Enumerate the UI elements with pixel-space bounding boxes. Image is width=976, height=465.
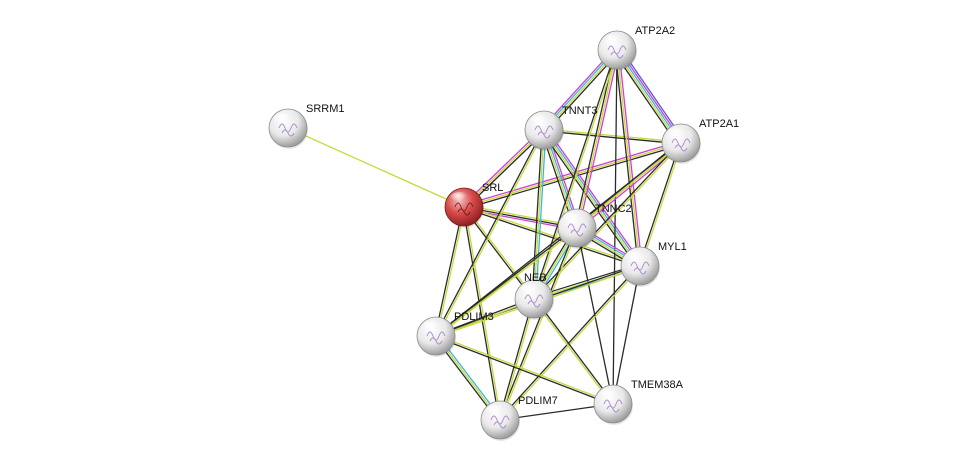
node-highlight bbox=[273, 113, 295, 127]
edges-layer bbox=[287, 47, 685, 422]
node-label-srl: SRL bbox=[482, 182, 503, 194]
edge-line-textmining bbox=[436, 228, 578, 338]
edge-line-coexpression bbox=[612, 265, 641, 405]
node-srl[interactable]: SRL bbox=[444, 182, 503, 228]
edge-line-coexpression bbox=[543, 130, 681, 145]
node-highlight bbox=[449, 192, 471, 206]
edge-line-coexpression bbox=[498, 298, 534, 420]
edge-pdlim3-tmem38a bbox=[435, 334, 614, 406]
edge-line-coexpression bbox=[531, 129, 543, 299]
node-label-pdlim3: PDLIM3 bbox=[454, 311, 494, 323]
edge-line-textmining bbox=[576, 49, 618, 229]
node-label-srrm1: SRRM1 bbox=[306, 103, 345, 115]
edge-line-textmining bbox=[436, 207, 466, 337]
node-label-tmem38a: TMEM38A bbox=[631, 379, 684, 391]
edge-line-textmining bbox=[500, 266, 642, 422]
node-highlight bbox=[485, 405, 507, 419]
node-highlight bbox=[529, 115, 551, 129]
edge-srl-myl1 bbox=[463, 205, 641, 268]
edge-atp2a2-myl1 bbox=[614, 49, 643, 267]
edge-neb-pdlim7 bbox=[498, 298, 536, 421]
node-label-atp2a1: ATP2A1 bbox=[699, 118, 739, 130]
edge-tnnt3-atp2a1 bbox=[543, 128, 682, 145]
edge-line-experiments bbox=[545, 127, 643, 265]
node-myl1[interactable]: MYL1 bbox=[620, 241, 687, 287]
edge-line-textmining bbox=[436, 130, 546, 337]
node-srrm1[interactable]: SRRM1 bbox=[268, 103, 345, 149]
edge-line-experiments bbox=[578, 50, 620, 229]
node-tmem38a[interactable]: TMEM38A bbox=[593, 379, 684, 425]
edge-tnnc2-pdlim7 bbox=[498, 227, 579, 421]
node-label-tnnt3: TNNT3 bbox=[562, 105, 597, 117]
edge-tnnt3-neb bbox=[531, 129, 547, 300]
edge-atp2a2-tmem38a bbox=[612, 49, 618, 405]
edge-line-experiments bbox=[618, 49, 643, 266]
edge-line-textmining bbox=[616, 49, 641, 267]
node-highlight bbox=[421, 321, 443, 335]
node-pdlim3[interactable]: PDLIM3 bbox=[416, 311, 494, 357]
node-label-myl1: MYL1 bbox=[658, 241, 687, 253]
node-highlight bbox=[598, 389, 620, 403]
edge-line-textmining bbox=[287, 127, 465, 208]
node-highlight bbox=[666, 128, 688, 142]
edge-line-coexpression bbox=[534, 298, 615, 404]
edge-line-textmining bbox=[534, 50, 619, 300]
edge-line-textmining bbox=[500, 299, 536, 421]
edge-line-databases bbox=[544, 129, 642, 266]
node-highlight bbox=[625, 251, 647, 265]
edge-line-coexpression bbox=[638, 142, 681, 266]
node-highlight bbox=[519, 284, 541, 298]
node-tnnt3[interactable]: TNNT3 bbox=[524, 105, 597, 151]
node-label-neb: NEB bbox=[524, 272, 547, 284]
edge-line-coexpression bbox=[532, 49, 617, 299]
edge-line-textmining bbox=[532, 299, 613, 405]
edge-line-coexpression bbox=[434, 206, 464, 336]
edge-line-coexpression bbox=[614, 50, 639, 267]
node-highlight bbox=[602, 35, 624, 49]
edge-line-textmining bbox=[640, 143, 683, 267]
edge-line-coexpression bbox=[612, 49, 618, 405]
edge-tnnc2-pdlim3 bbox=[435, 226, 578, 338]
edge-myl1-pdlim7 bbox=[498, 264, 642, 422]
node-label-atp2a2: ATP2A2 bbox=[635, 25, 675, 37]
edge-line-textmining bbox=[464, 205, 641, 266]
node-atp2a1[interactable]: ATP2A1 bbox=[661, 118, 739, 164]
edge-line-coexpression bbox=[462, 207, 500, 421]
edge-line-experiments bbox=[463, 140, 681, 206]
edge-line-textmining bbox=[436, 334, 614, 404]
edge-line-textmining bbox=[544, 128, 682, 143]
edge-line-coexpression bbox=[434, 129, 544, 336]
edge-srl-pdlim3 bbox=[434, 206, 466, 337]
edge-line-textmining bbox=[464, 206, 502, 420]
node-tnnc2[interactable]: TNNC2 bbox=[557, 203, 632, 249]
edge-srl-pdlim7 bbox=[462, 206, 502, 421]
edge-atp2a1-myl1 bbox=[638, 142, 683, 267]
edge-line-coexpression bbox=[498, 264, 640, 420]
node-pdlim7[interactable]: PDLIM7 bbox=[480, 395, 558, 441]
edge-line-databases bbox=[535, 130, 547, 300]
edge-line-textmining bbox=[500, 228, 579, 421]
edge-line-coexpression bbox=[435, 336, 613, 406]
edge-myl1-tmem38a bbox=[612, 265, 641, 405]
node-label-pdlim7: PDLIM7 bbox=[518, 395, 558, 407]
edge-atp2a2-neb bbox=[532, 49, 619, 300]
edge-line-textmining bbox=[542, 130, 640, 267]
node-highlight bbox=[562, 213, 584, 227]
edge-line-textmining bbox=[533, 129, 545, 300]
edge-tnnt3-pdlim3 bbox=[434, 129, 546, 337]
edge-line-coexpression bbox=[435, 141, 681, 336]
edge-line-coexpression bbox=[541, 131, 639, 269]
edge-line-coexpression bbox=[498, 227, 577, 420]
edge-line-coexpression bbox=[463, 207, 640, 268]
edge-line-coexpression bbox=[435, 226, 577, 336]
node-label-tnnc2: TNNC2 bbox=[595, 203, 632, 215]
node-neb[interactable]: NEB bbox=[514, 272, 554, 320]
node-atp2a2[interactable]: ATP2A2 bbox=[597, 25, 675, 71]
edge-srrm1-srl bbox=[287, 127, 465, 208]
edge-tnnt3-myl1 bbox=[541, 127, 643, 269]
edge-neb-tmem38a bbox=[532, 298, 615, 405]
